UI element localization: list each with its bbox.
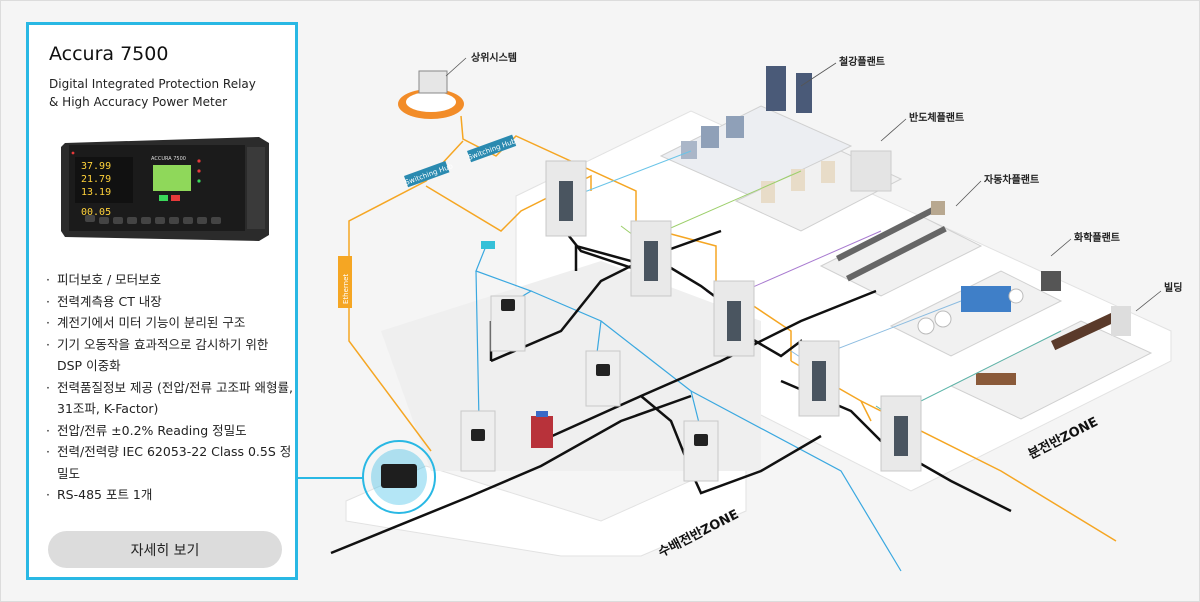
- receiving-panels: [460, 295, 719, 482]
- product-card: Accura 7500 Digital Integrated Protectio…: [26, 22, 298, 580]
- feature-item: RS-485 포트 1개: [45, 484, 295, 506]
- device-reading-1: 37.99: [81, 161, 111, 172]
- automotive-plant: [819, 201, 983, 297]
- label-building: 빌딩: [1164, 281, 1182, 294]
- feature-item: 피더보호 / 모터보호: [45, 269, 295, 291]
- device-reading-3: 13.19: [81, 187, 111, 198]
- receiving-panel-4: [460, 410, 496, 472]
- product-subtitle: Digital Integrated Protection Relay & Hi…: [49, 75, 256, 111]
- switching-hub-right: Switching Hub: [467, 134, 518, 163]
- label-automotive-plant: 자동차플랜트: [984, 173, 1039, 186]
- subtitle-line-2: & High Accuracy Power Meter: [49, 95, 228, 109]
- label-leaders: [445, 57, 1162, 312]
- upper-system-computer: [398, 70, 464, 119]
- highlighted-device[interactable]: [362, 440, 436, 514]
- receiving-panel-2: [585, 350, 621, 407]
- device-brand: ACCURA 7500: [151, 156, 186, 162]
- product-title: Accura 7500: [49, 43, 169, 65]
- ethernet-tag: Ethernet: [338, 256, 352, 308]
- feature-item: 전력계측용 CT 내장: [45, 291, 295, 313]
- distribution-panels: [545, 160, 922, 472]
- power-bus-lines: [330, 225, 1012, 555]
- device-reading-4: 00.05: [81, 207, 111, 218]
- building: [949, 306, 1153, 420]
- distribution-panel-5: [880, 395, 922, 472]
- receiving-zone-platform: [345, 455, 747, 557]
- distribution-panel-2: [630, 220, 672, 297]
- feature-item: 기기 오동작을 효과적으로 감시하기 위한 DSP 이중화: [45, 334, 295, 377]
- device-reading-2: 21.79: [81, 174, 111, 185]
- card-connector-line: [298, 477, 364, 479]
- feature-item: 전력/전력량 IEC 62053-22 Class 0.5S 정밀도: [45, 441, 295, 484]
- steel-plant: [659, 66, 853, 197]
- switching-hub-left: Switching Hub: [404, 160, 455, 188]
- feature-list: 피더보호 / 모터보호 전력계측용 CT 내장 계전기에서 미터 기능이 분리된…: [45, 269, 295, 506]
- detail-button[interactable]: 자세히 보기: [48, 531, 282, 568]
- svg-text:Ethernet: Ethernet: [342, 274, 350, 304]
- feature-item: 전력품질정보 제공 (전압/전류 고조파 왜형률, 31조파, K-Factor…: [45, 377, 295, 420]
- distribution-panel-4: [798, 340, 840, 417]
- device-image: 37.99 21.79 13.19 00.05 ACCURA 7500: [61, 137, 269, 241]
- distribution-panel-3: [713, 280, 755, 357]
- feature-item: 전압/전류 ±0.2% Reading 정밀도: [45, 420, 295, 442]
- receiving-panel-3: [683, 420, 719, 482]
- label-upper-system: 상위시스템: [471, 51, 517, 64]
- subtitle-line-1: Digital Integrated Protection Relay: [49, 77, 256, 91]
- label-steel-plant: 철강플랜트: [839, 55, 885, 68]
- semiconductor-plant: [734, 150, 903, 232]
- chemical-plant: [889, 270, 1063, 357]
- rs485-converter: [481, 241, 495, 249]
- label-chemical-plant: 화학플랜트: [1074, 231, 1120, 244]
- label-semiconductor-plant: 반도체플랜트: [909, 111, 964, 124]
- receiving-panel-1: [490, 295, 526, 352]
- transformer: [531, 411, 553, 448]
- feature-item: 계전기에서 미터 기능이 분리된 구조: [45, 312, 295, 334]
- distribution-panel-1: [545, 160, 587, 237]
